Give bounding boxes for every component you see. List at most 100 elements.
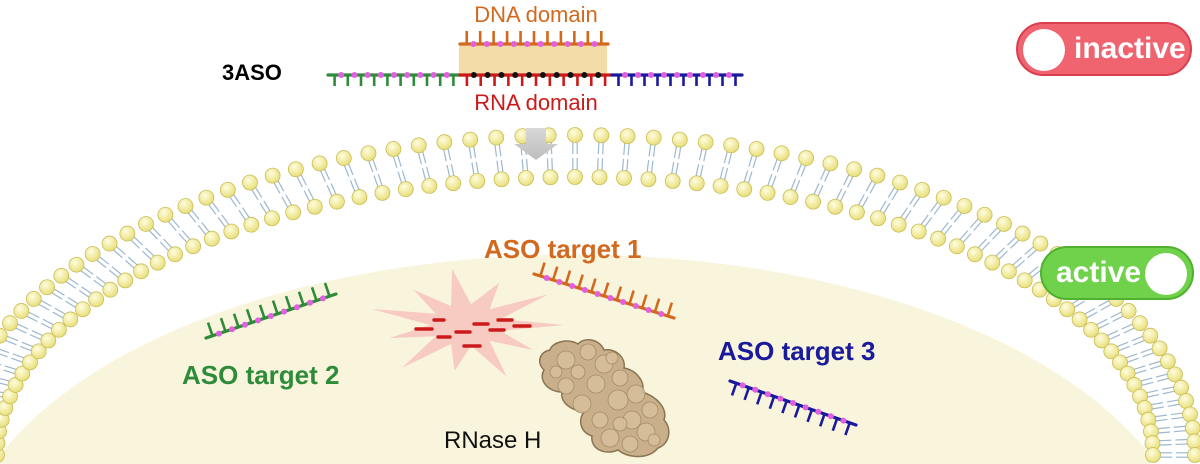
lipid-tail [343, 165, 350, 177]
lipid-tail [1173, 430, 1187, 433]
lipid-head [1167, 366, 1183, 383]
lipid-head [869, 167, 886, 184]
phosphate-bead [674, 72, 680, 78]
nucleotide-tick [539, 262, 546, 277]
phosphate-bead [551, 41, 558, 47]
lipid-tail [1170, 412, 1183, 416]
protein-surface-blob [621, 435, 639, 453]
lipid-head [149, 254, 166, 271]
phosphate-bead [497, 41, 504, 47]
lipid-tail [869, 182, 877, 194]
lipid-tail [217, 217, 226, 228]
lipid-head [1186, 433, 1200, 450]
lipid-tail [229, 196, 238, 208]
lipid-head [360, 145, 377, 162]
lipid-head [1182, 406, 1198, 423]
lipid-tail [208, 204, 217, 215]
phosphate-bead [307, 299, 313, 306]
lipid-tail [727, 152, 733, 165]
lipid-tail [319, 170, 326, 182]
lipid-tail [743, 170, 749, 183]
lipid-tail [602, 142, 604, 155]
lipid-head [1014, 225, 1031, 242]
lipid-head [13, 303, 30, 319]
lipid-tail [96, 259, 107, 269]
lipid-tail [181, 230, 191, 241]
phosphate-bead [564, 41, 571, 47]
lipid-tail [597, 142, 600, 155]
lipid-tail [950, 209, 959, 220]
rna-domain-label: RNA domain [474, 90, 598, 115]
phosphate-bead [443, 72, 450, 78]
lipid-tail [1112, 315, 1124, 322]
lipid-head [996, 216, 1012, 232]
lipid-tail [1100, 303, 1112, 311]
dna-domain-label: DNA domain [474, 2, 598, 27]
phosphate-bead [595, 72, 602, 78]
lipid-tail [1166, 399, 1179, 403]
lipid-head [712, 178, 729, 194]
phosphate-bead [430, 72, 437, 78]
lipid-tail [21, 341, 34, 348]
phosphate-bead [764, 391, 771, 398]
lipid-tail [127, 256, 138, 266]
phosphate-bead [661, 72, 667, 78]
lipid-tail [191, 209, 200, 220]
lipid-tail [1010, 239, 1020, 249]
nucleotide-tick [781, 400, 788, 414]
nucleotide-tick [806, 409, 814, 423]
lipid-tail [347, 163, 354, 176]
aso-target-2-strand [204, 282, 338, 340]
lipid-tail [471, 162, 475, 175]
lipid-tail [652, 144, 656, 157]
lipid-head [311, 155, 328, 172]
lipid-head [243, 216, 260, 233]
lipid-head [264, 210, 280, 227]
lipid-tail [525, 158, 529, 171]
lipid-tail [857, 194, 865, 206]
lipid-tail [1141, 381, 1154, 386]
lipid-head [1151, 340, 1168, 357]
phosphate-bead [404, 72, 411, 78]
lipid-tail [285, 194, 293, 206]
phosphate-bead [594, 291, 601, 297]
lipid-tail [124, 259, 135, 269]
lipid-tail [29, 334, 42, 341]
phosphate-bead [840, 417, 847, 424]
lipid-tail [621, 158, 625, 171]
lipid-tail [0, 353, 8, 358]
lipid-head [567, 127, 583, 143]
lipid-tail [930, 201, 939, 213]
dna-domain-strand [458, 31, 610, 47]
lipid-tail [159, 241, 170, 252]
lipid-tail [953, 212, 963, 223]
phosphate-bead [777, 395, 784, 402]
lipid-head [1083, 321, 1100, 338]
lipid-tail [1015, 259, 1026, 269]
lipid-head [930, 230, 947, 247]
nucleotide-tick [590, 278, 597, 293]
nucleotide-tick [768, 395, 776, 410]
phosphate-bead [255, 317, 261, 324]
lipid-tail [496, 160, 500, 173]
rnase-h-protein: RNase H [444, 339, 670, 458]
rna-fragments [414, 318, 532, 348]
protein-surface-blob [611, 369, 629, 387]
lipid-tail [1155, 418, 1168, 422]
lipid-tail [81, 286, 92, 295]
rna-domain-strand [458, 72, 614, 86]
phosphate-bead [294, 304, 300, 311]
lipid-tail [623, 142, 626, 155]
lipid-tail [771, 175, 777, 188]
lipid-tail [973, 221, 983, 231]
lipid-bilayer-membrane [0, 127, 1200, 463]
lipid-head [62, 311, 79, 328]
lipid-tail [671, 161, 675, 174]
lipid-tail [95, 276, 107, 285]
nucleotide-tick [818, 413, 826, 427]
lipid-tail [233, 194, 241, 205]
lipid-tail [197, 224, 207, 236]
lipid-tail [167, 221, 177, 231]
lipid-tail [12, 353, 25, 359]
nucleotide-tick [258, 304, 266, 319]
